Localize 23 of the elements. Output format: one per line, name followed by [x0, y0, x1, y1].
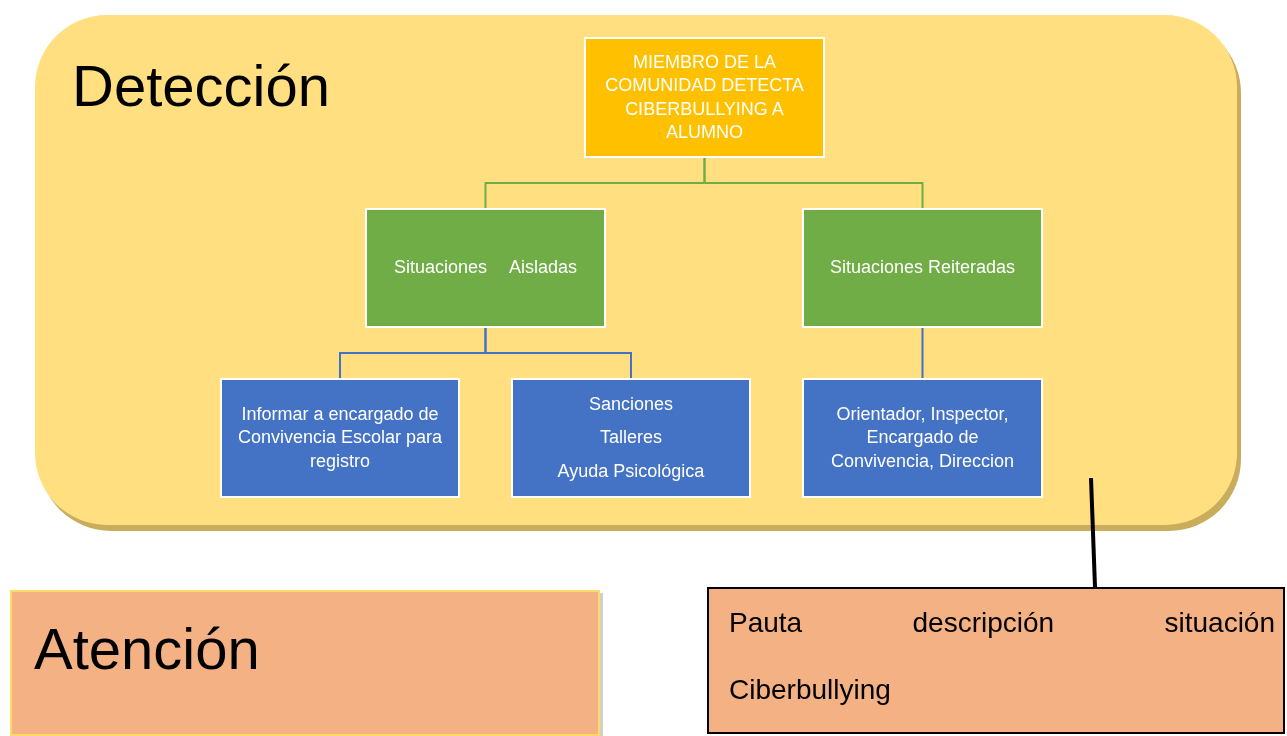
box-label: Situaciones Reiteradas — [829, 256, 1016, 280]
box-label: Orientador, Inspector, Encargado de Convivencia, Direccion — [829, 402, 1016, 473]
box-label: Situaciones Aisladas — [393, 256, 578, 280]
box-label: Ayuda Psicológica — [557, 459, 705, 483]
leader-line — [1089, 477, 1097, 588]
section-box — [10, 590, 600, 736]
process-box — [365, 208, 606, 328]
box-label: Informar a encargado de Convivencia Escolar para registro — [236, 402, 444, 473]
process-box — [220, 378, 460, 498]
section-title: Detección — [72, 52, 330, 120]
section-title: Atención — [34, 615, 260, 683]
connector-line — [703, 157, 924, 209]
box-label: Sanciones — [588, 392, 674, 416]
box-label: Talleres — [600, 426, 662, 450]
process-box — [802, 378, 1043, 498]
process-box — [584, 37, 825, 158]
connector-line — [484, 327, 632, 379]
process-box — [511, 378, 751, 498]
process-box — [802, 208, 1043, 328]
note-text: Pauta descripción situación Ciberbullying — [729, 606, 1275, 708]
note-box — [707, 587, 1285, 734]
box-label: MIEMBRO DE LA COMUNIDAD DETECTA CIBERBULLYING A ALUMNO — [604, 50, 805, 144]
connector-line — [921, 327, 924, 379]
